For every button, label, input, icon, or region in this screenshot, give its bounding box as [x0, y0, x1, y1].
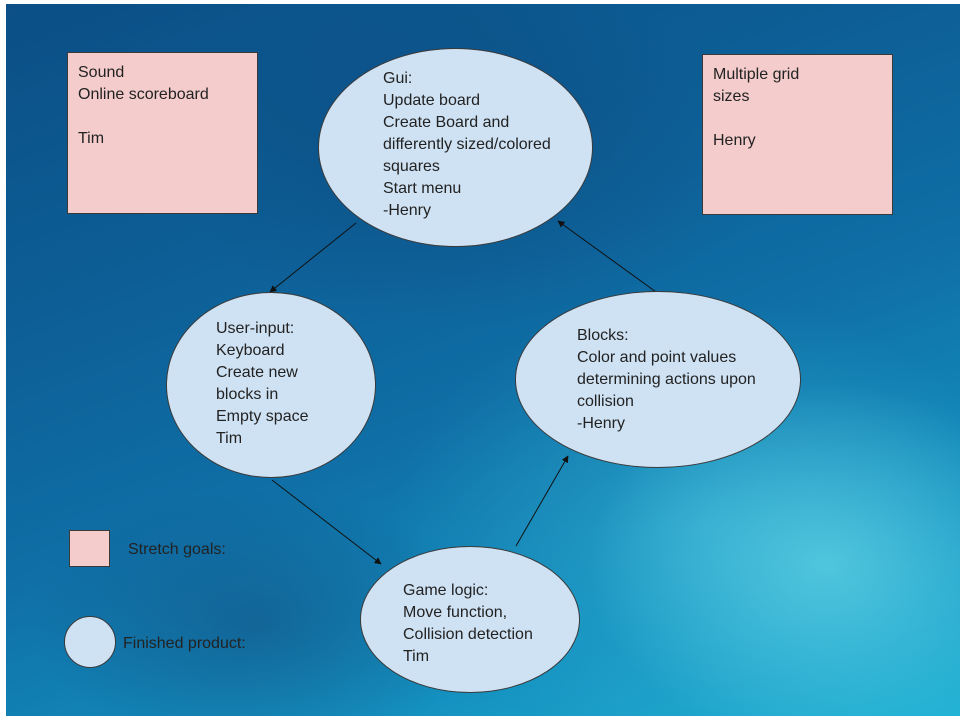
legend-stretch-swatch	[69, 530, 110, 567]
arrow-blocks-to-gui	[557, 220, 657, 293]
box-text-line	[713, 108, 882, 130]
node-text-line: Start menu	[383, 180, 462, 197]
box-text-line: Tim	[78, 130, 105, 147]
node-game-logic: Game logic: Move function, Collision det…	[360, 546, 580, 693]
legend-stretch-label: Stretch goals:	[128, 541, 226, 558]
node-text-line: Tim	[403, 648, 430, 665]
node-text-line: -Henry	[577, 415, 626, 432]
node-gui: Gui: Update board Create Board and diffe…	[318, 48, 593, 247]
node-text-line: blocks in	[216, 386, 279, 403]
box-text-line	[78, 106, 247, 128]
box-text-line: Online scoreboard	[78, 86, 209, 103]
arrow-gui-to-user-input	[269, 222, 357, 293]
node-text-line: determining actions upon	[577, 371, 756, 388]
node-text-line: Update board	[383, 92, 480, 109]
node-text-line: Create new	[216, 364, 298, 381]
stretch-goal-box-right: Multiple grid sizes Henry	[702, 54, 893, 215]
node-text-line: Move function,	[403, 604, 508, 621]
node-text-line: User-input:	[216, 320, 295, 337]
box-text-line: Sound	[78, 64, 125, 81]
node-text-line: Empty space	[216, 408, 309, 425]
node-text-line: Game logic:	[403, 582, 489, 599]
node-text-line: squares	[383, 158, 440, 175]
box-text-line: Multiple grid	[713, 66, 800, 83]
node-user-input: User-input: Keyboard Create new blocks i…	[166, 292, 376, 478]
node-text-line: Tim	[216, 430, 243, 447]
stretch-goal-box-left: Sound Online scoreboard Tim	[67, 52, 258, 214]
node-text-line: Keyboard	[216, 342, 285, 359]
legend-finished-swatch	[64, 616, 116, 668]
node-text-line: -Henry	[383, 202, 432, 219]
arrow-user-input-to-game-logic	[271, 479, 382, 565]
node-text-line: Blocks:	[577, 327, 629, 344]
node-text-line: Collision detection	[403, 626, 533, 643]
flow-arrows	[269, 220, 657, 565]
node-text-line: collision	[577, 393, 634, 410]
box-text-line: sizes	[713, 88, 750, 105]
arrow-game-logic-to-blocks	[515, 455, 569, 547]
node-text-line: differently sized/colored	[383, 136, 551, 153]
legend-finished-label: Finished product:	[123, 635, 246, 652]
slide-canvas: Sound Online scoreboard Tim Multiple gri…	[6, 4, 960, 716]
node-text-line: Create Board and	[383, 114, 510, 131]
box-text-line: Henry	[713, 132, 756, 149]
node-text-line: Gui:	[383, 70, 413, 87]
node-text-line: Color and point values	[577, 349, 737, 366]
node-blocks: Blocks: Color and point values determini…	[515, 291, 801, 468]
